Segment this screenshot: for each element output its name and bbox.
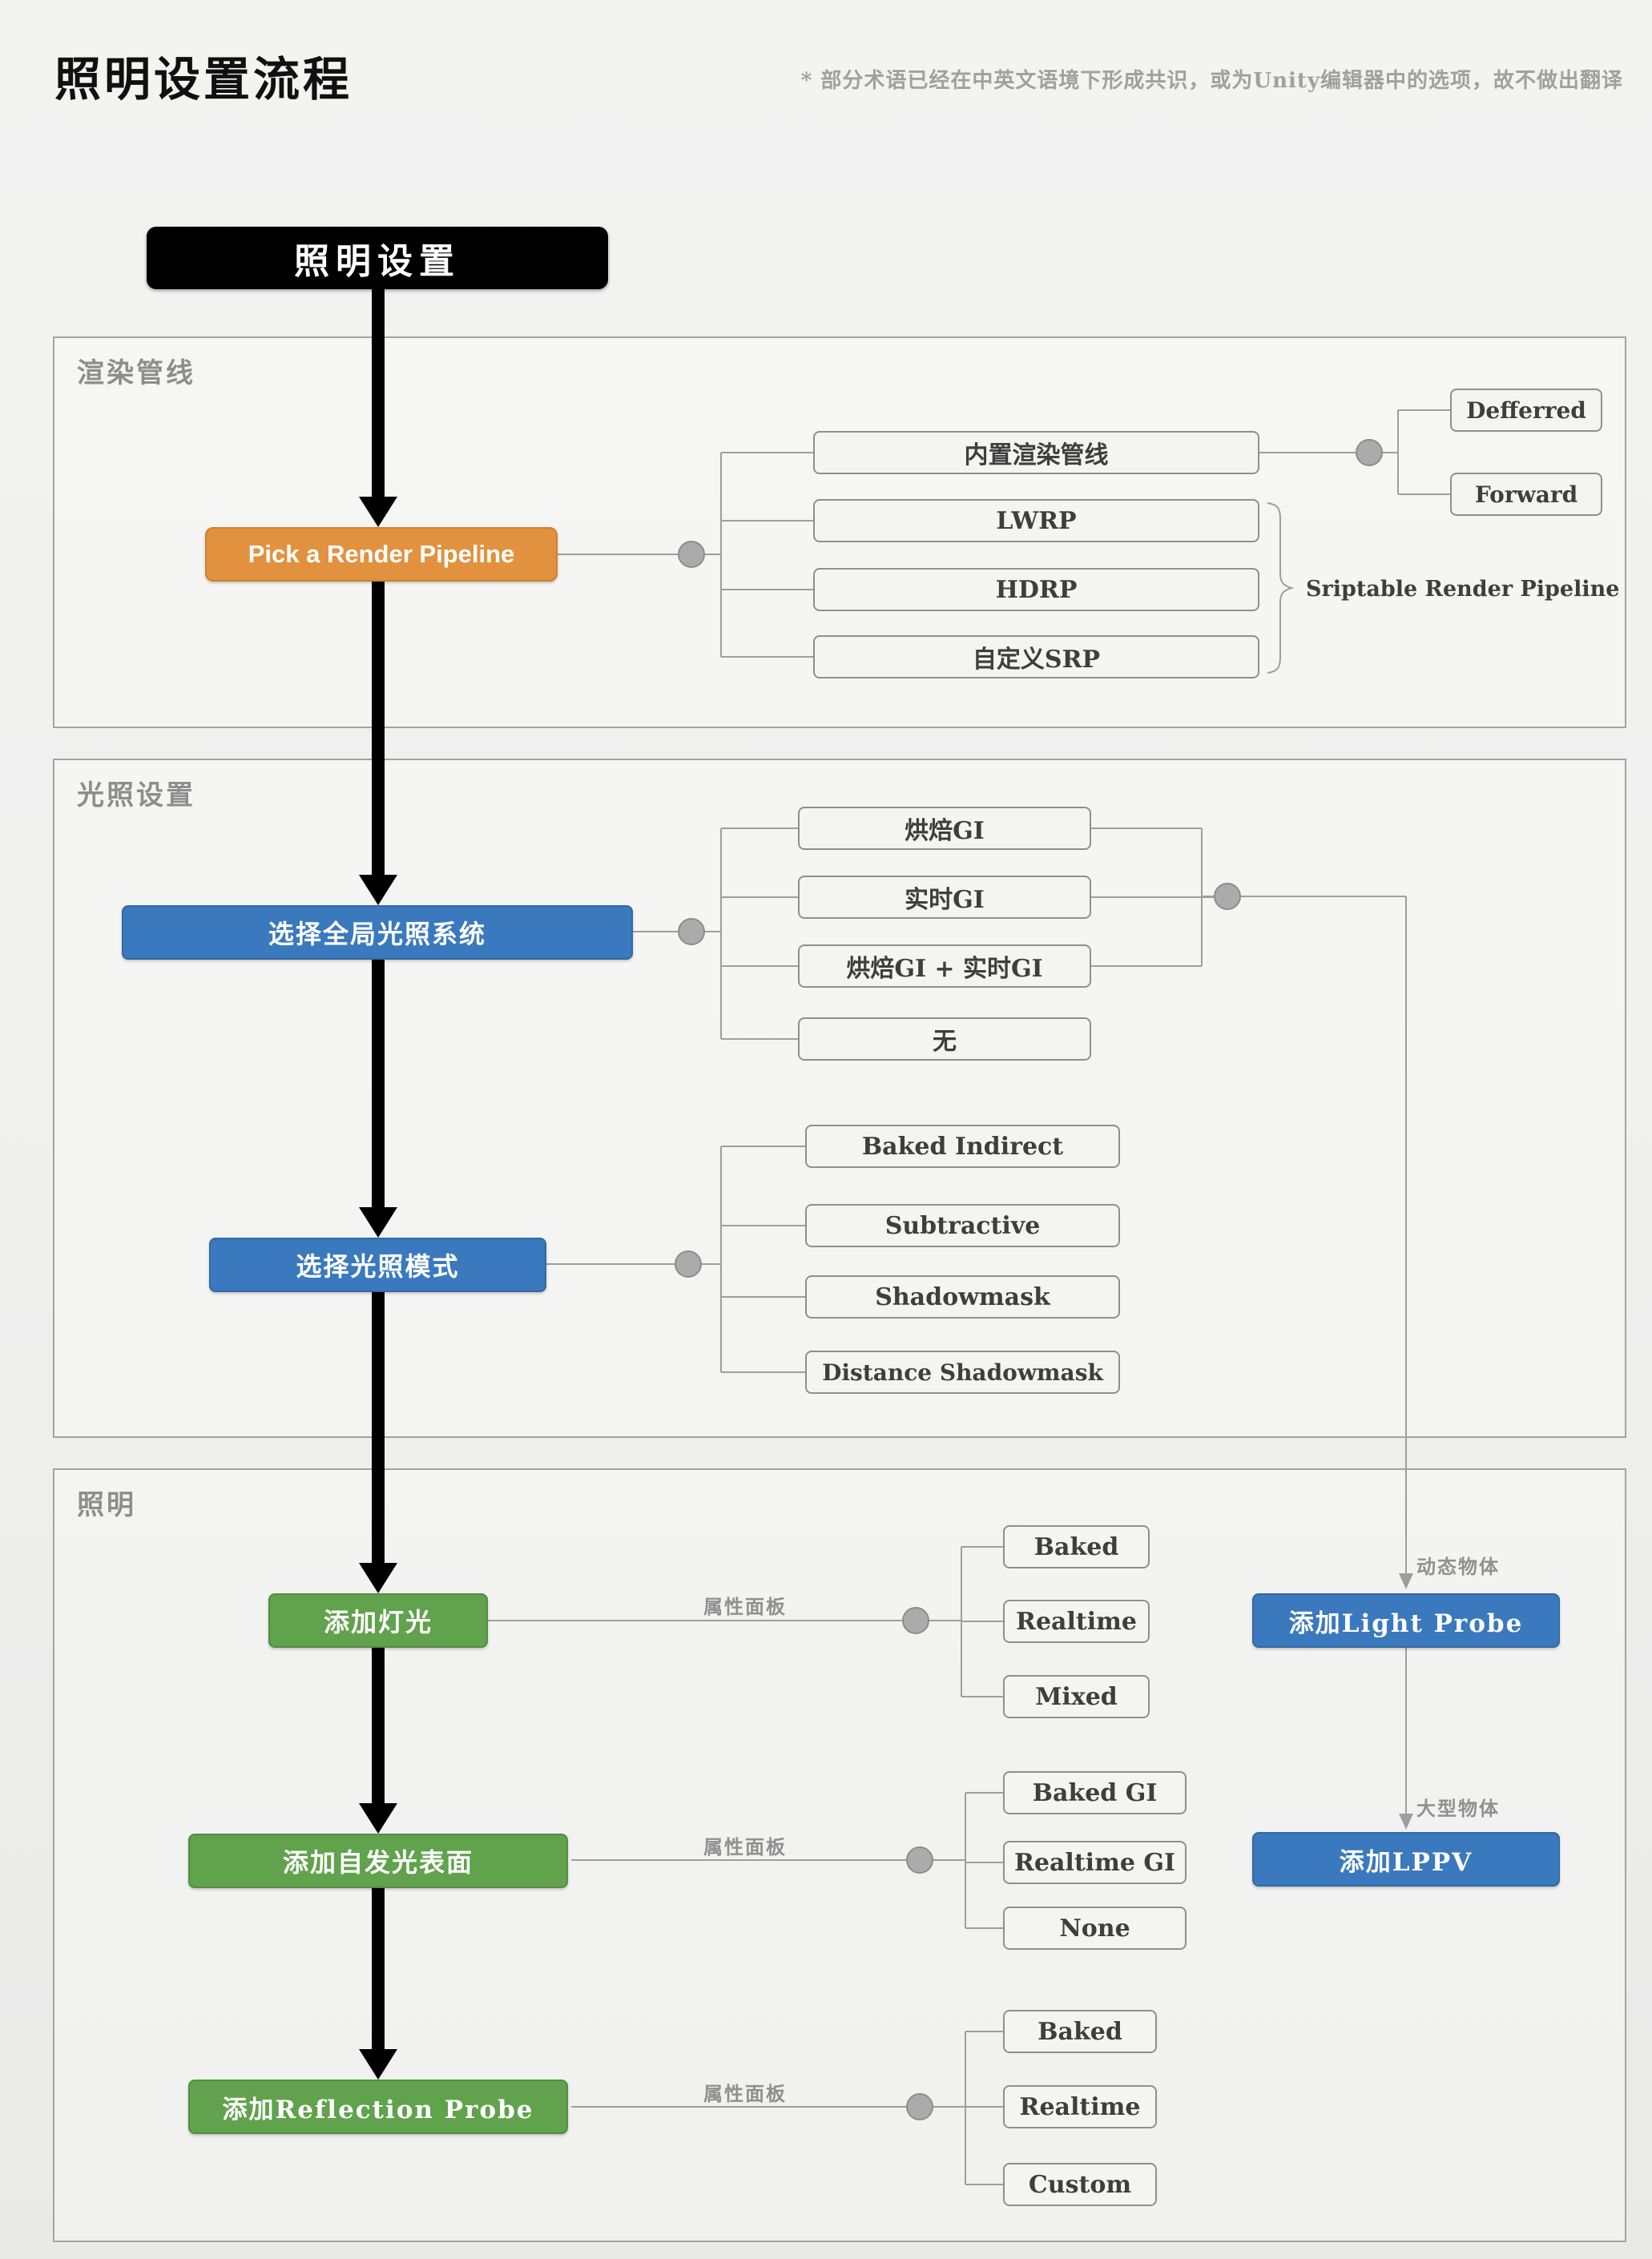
node-add-reflection-probe: 添加Reflection Probe xyxy=(188,2080,568,2134)
edge-label-properties-panel-light: 属性面板 xyxy=(703,1595,787,1618)
node-refl-custom: Custom xyxy=(1003,2163,1157,2206)
edge-label-properties-panel-emissive: 属性面板 xyxy=(703,1835,787,1858)
node-add-emissive-surface: 添加自发光表面 xyxy=(188,1834,568,1888)
node-add-light-probe: 添加Light Probe xyxy=(1252,1593,1560,1648)
node-hdrp: HDRP xyxy=(813,568,1259,611)
node-realtime-gi: 实时GI xyxy=(798,876,1091,919)
node-builtin-pipeline: 内置渲染管线 xyxy=(813,431,1259,474)
node-emissive-realtime-gi: Realtime GI xyxy=(1003,1841,1187,1884)
page-title: 照明设置流程 xyxy=(54,52,353,107)
node-custom-srp: 自定义SRP xyxy=(813,635,1259,679)
node-none-gi: 无 xyxy=(798,1017,1091,1061)
node-choose-lighting-mode: 选择光照模式 xyxy=(209,1238,546,1292)
section-render-pipeline-label: 渲染管线 xyxy=(77,357,195,389)
section-lighting-label: 照明 xyxy=(77,1489,136,1521)
node-light-mixed: Mixed xyxy=(1003,1675,1150,1718)
node-emissive-baked-gi: Baked GI xyxy=(1003,1771,1187,1814)
node-forward: Forward xyxy=(1450,473,1602,516)
node-light-baked: Baked xyxy=(1003,1525,1150,1568)
edge-label-dynamic-objects: 动态物体 xyxy=(1416,1555,1500,1578)
edge-label-large-objects: 大型物体 xyxy=(1416,1797,1500,1820)
section-lighting-settings-label: 光照设置 xyxy=(77,779,195,811)
node-refl-realtime: Realtime xyxy=(1003,2085,1157,2128)
node-add-light: 添加灯光 xyxy=(268,1593,488,1648)
node-pick-render-pipeline: Pick a Render Pipeline xyxy=(205,527,558,582)
node-baked-plus-realtime-gi: 烘焙GI + 实时GI xyxy=(798,944,1091,988)
page-note: * 部分术语已经在中英文语境下形成共识，或为Unity编辑器中的选项，故不做出翻… xyxy=(800,69,1623,93)
node-baked-gi: 烘焙GI xyxy=(798,807,1091,850)
node-shadowmask: Shadowmask xyxy=(805,1275,1120,1319)
node-refl-baked: Baked xyxy=(1003,2010,1157,2053)
srp-bracket-label: Sriptable Render Pipeline xyxy=(1306,577,1620,602)
node-choose-gi-system: 选择全局光照系统 xyxy=(122,905,633,960)
node-emissive-none: None xyxy=(1003,1907,1187,1950)
node-baked-indirect: Baked Indirect xyxy=(805,1125,1120,1168)
edge-label-properties-panel-reflection: 属性面板 xyxy=(703,2082,787,2105)
section-lighting-settings: 光照设置 xyxy=(53,759,1626,1438)
node-light-realtime: Realtime xyxy=(1003,1600,1150,1643)
node-deferred: Defferred xyxy=(1450,389,1602,432)
node-subtractive: Subtractive xyxy=(805,1204,1120,1247)
node-distance-shadowmask: Distance Shadowmask xyxy=(805,1351,1120,1394)
node-lwrp: LWRP xyxy=(813,499,1259,542)
node-add-lppv: 添加LPPV xyxy=(1252,1832,1560,1887)
node-lighting-setup-root: 照明设置 xyxy=(147,227,608,289)
